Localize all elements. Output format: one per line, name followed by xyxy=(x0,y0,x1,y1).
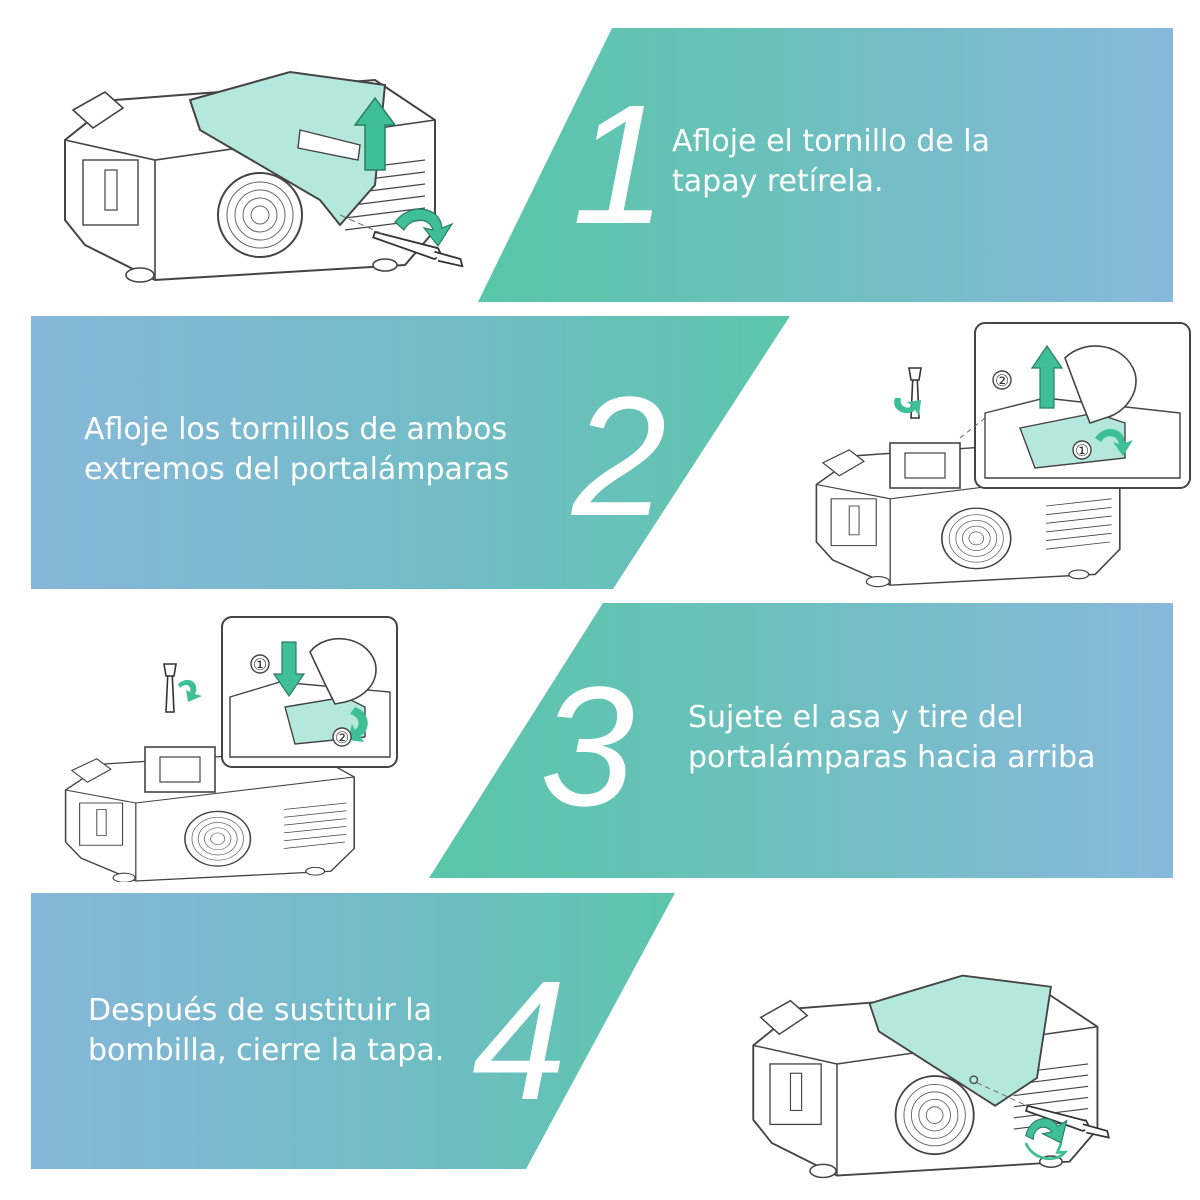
rotate-arrow-icon xyxy=(348,707,368,742)
step-1-illustration xyxy=(64,70,464,283)
step-3-panel: ① ② 3 Sujete el asa y tire del portalámp… xyxy=(0,600,1200,890)
rotate-arrow-icon xyxy=(394,208,454,248)
step-4-line-2: bombilla, cierre la tapa. xyxy=(88,1033,445,1068)
lamp-cover xyxy=(868,974,1052,1107)
step-3-number: 3 xyxy=(540,652,635,842)
step-3-line-1: Sujete el asa y tire del xyxy=(688,700,1024,735)
step-3-illustration: ① ② xyxy=(64,616,398,882)
step-2-panel: Afloje los tornillos de ambos extremos d… xyxy=(0,310,1200,600)
step-4-illustration xyxy=(752,974,1110,1179)
callout-2-step2: ② xyxy=(995,371,1009,390)
step-2-line-2: extremos del portalámparas xyxy=(84,452,510,487)
lift-arrow-icon xyxy=(1030,344,1064,409)
step-4-line-1: Después de sustituir la xyxy=(88,993,432,1028)
step-4-band xyxy=(31,893,675,1169)
step-3-text: Sujete el asa y tire del portalámparas h… xyxy=(688,698,1096,778)
step-3-line-2: portalámparas hacia arriba xyxy=(688,740,1096,775)
step-1-text: Afloje el tornillo de la tapay retírela. xyxy=(672,122,990,202)
rotate-arrow-icon xyxy=(1095,428,1133,456)
screwdriver-icon xyxy=(163,663,177,713)
step-2-line-1: Afloje los tornillos de ambos xyxy=(84,412,508,447)
lift-arrow-icon xyxy=(272,641,306,698)
rotate-arrow-icon xyxy=(178,679,202,702)
rotate-arrow-icon xyxy=(894,398,921,416)
rotate-arrow-icon xyxy=(1024,1118,1068,1161)
step-1-panel: 1 Afloje el tornillo de la tapay retírel… xyxy=(0,0,1200,310)
lift-arrow-icon xyxy=(353,96,397,171)
callout-2-step3: ② xyxy=(335,728,349,747)
step-1-line-2: tapay retírela. xyxy=(672,164,884,199)
step-3-band xyxy=(429,603,1173,878)
step-2-illustration: ② ① xyxy=(815,322,1191,588)
step-4-number: 4 xyxy=(472,946,567,1136)
step-1-band xyxy=(478,28,1173,302)
step-4-panel: Después de sustituir la bombilla, cierre… xyxy=(0,890,1200,1200)
step-1-line-1: Afloje el tornillo de la xyxy=(672,124,991,159)
step-2-band xyxy=(31,316,790,589)
callout-1-step3: ① xyxy=(253,655,267,674)
callout-1-step2: ① xyxy=(1075,441,1089,460)
lamp-cover xyxy=(188,70,387,227)
hand-icon xyxy=(1064,345,1137,424)
step-2-number: 2 xyxy=(572,362,667,552)
step-4-text: Después de sustituir la bombilla, cierre… xyxy=(88,991,444,1071)
step-2-text: Afloje los tornillos de ambos extremos d… xyxy=(84,410,509,490)
hand-icon xyxy=(309,638,377,705)
step-1-number: 1 xyxy=(572,70,667,260)
